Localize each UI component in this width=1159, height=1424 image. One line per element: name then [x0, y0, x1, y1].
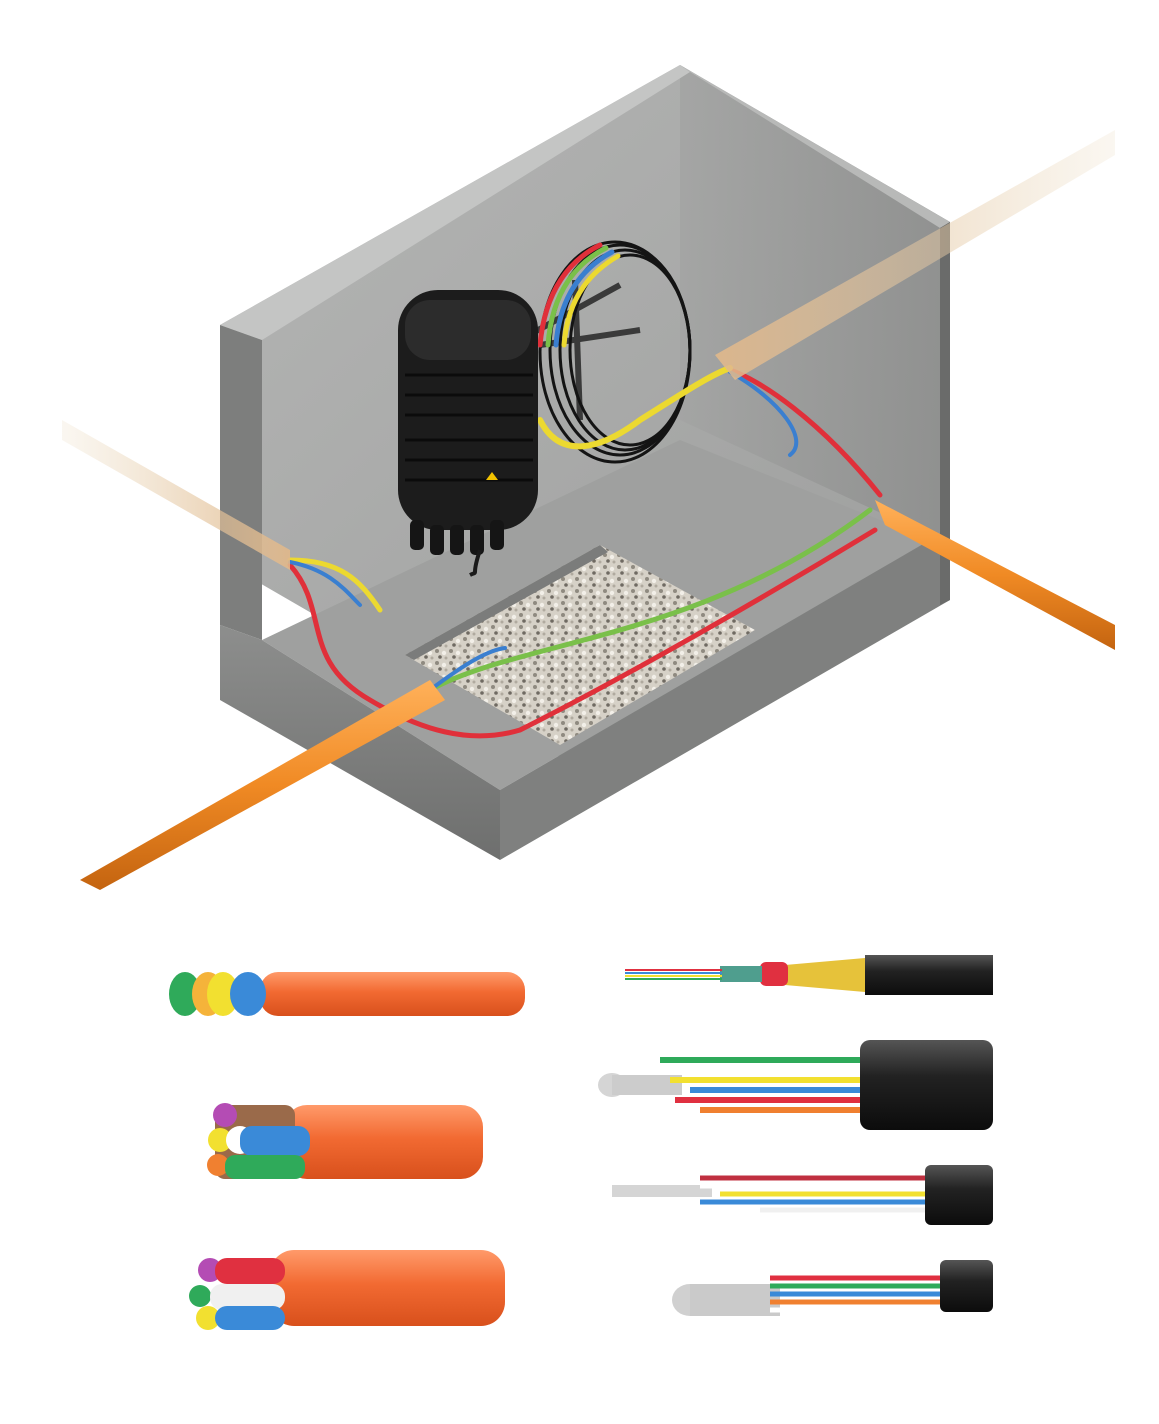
duct-left-entry: [62, 420, 290, 570]
cable-3: [612, 1165, 993, 1225]
cable-2: [598, 1040, 993, 1130]
duct-right-exit: [875, 500, 1115, 650]
microducts: [287, 242, 883, 739]
microduct-bundle-3: [189, 1250, 505, 1330]
microduct-bundle-2: [207, 1103, 483, 1179]
cable-1: [625, 955, 993, 995]
microduct-bundle-1: [169, 972, 525, 1016]
splice-closure: [398, 290, 538, 577]
duct-front-entry: [80, 680, 445, 890]
duct-back-exit: [715, 130, 1115, 380]
cable-coil: [538, 240, 692, 464]
cable-4: [672, 1260, 993, 1316]
gravel-pit: [405, 545, 755, 745]
